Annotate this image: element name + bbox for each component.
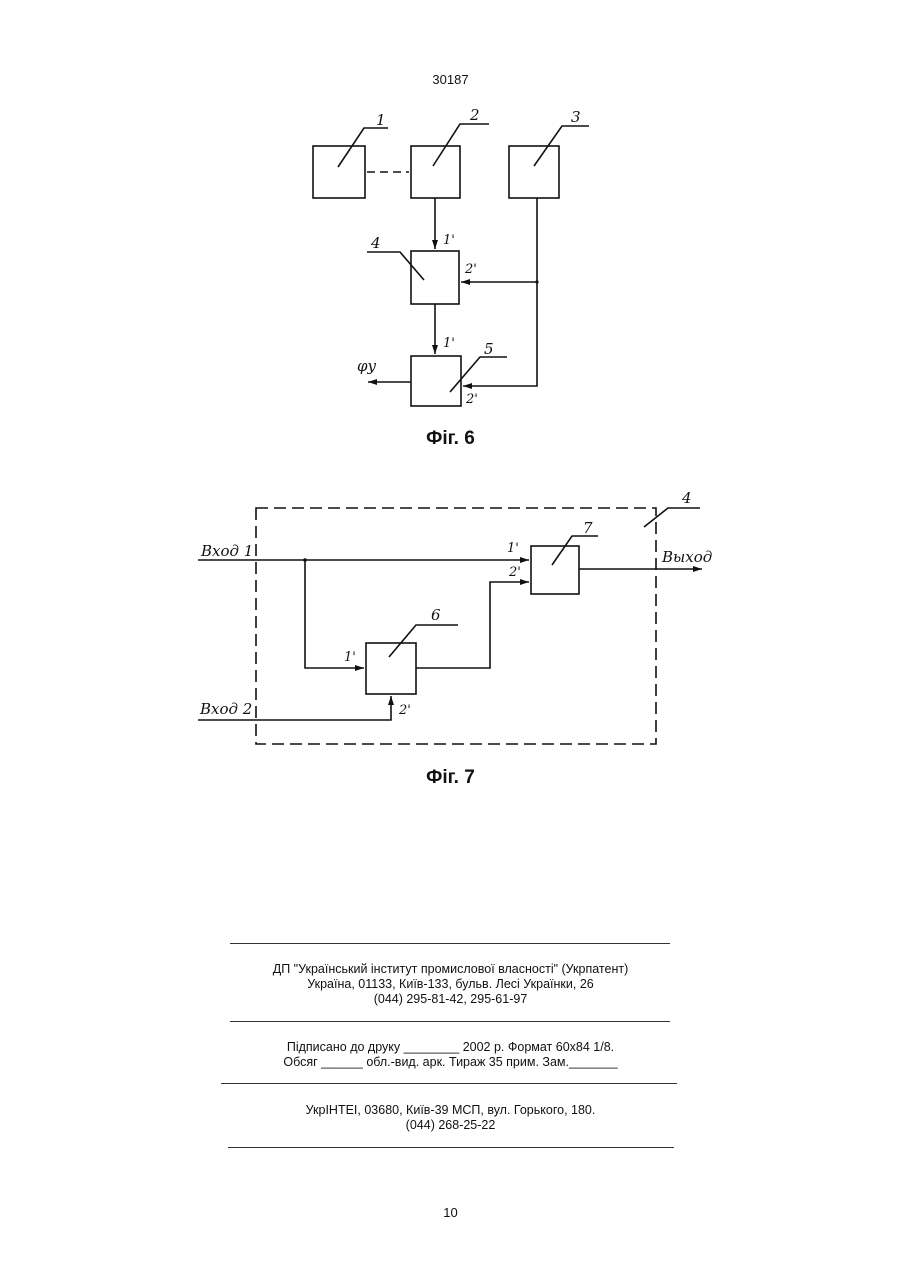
print-info-block: Підписано до друку ________ 2002 р. Форм… — [0, 1040, 901, 1070]
print-info-line: Підписано до друку ________ 2002 р. Форм… — [0, 1040, 901, 1055]
fig7-output-label: Выход — [661, 548, 712, 566]
publisher-line: Україна, 01133, Київ-133, бульв. Лесі Ук… — [0, 977, 901, 992]
footer-rule-3 — [221, 1083, 677, 1084]
printer-line: (044) 268-25-22 — [0, 1118, 901, 1133]
printer-block: УкрІНТЕІ, 03680, Київ-39 МСП, вул. Горьк… — [0, 1103, 901, 1133]
fig7-input-1-label: Вход 1 — [200, 542, 253, 560]
figure-7-caption: Фіг. 7 — [0, 767, 901, 789]
fig7-input-2-label: Вход 2 — [199, 700, 252, 718]
fig7-label-4: 4 — [681, 489, 692, 507]
fig7-label-7: 7 — [583, 519, 593, 537]
fig7-block-7 — [531, 546, 579, 594]
publisher-line: ДП "Український інститут промислової вла… — [0, 962, 901, 977]
page-number: 10 — [0, 1205, 901, 1220]
fig7-leader-4 — [644, 508, 700, 527]
printer-line: УкрІНТЕІ, 03680, Київ-39 МСП, вул. Горьк… — [0, 1103, 901, 1118]
fig7-leader-6 — [389, 625, 458, 657]
footer-rule-2 — [230, 1021, 670, 1022]
footer-rule-1 — [230, 943, 670, 944]
fig7-port-6-in1: 1' — [344, 650, 356, 665]
fig7-port-6-in2: 2' — [398, 703, 411, 718]
print-info-line: Обсяг ______ обл.-вид. арк. Тираж 35 при… — [0, 1055, 901, 1070]
fig7-label-6: 6 — [431, 606, 441, 624]
fig7-port-7-in1: 1' — [507, 541, 519, 556]
fig7-port-7-in2: 2' — [508, 565, 521, 580]
fig7-block-6 — [366, 643, 416, 694]
footer-rule-4 — [228, 1147, 674, 1148]
fig7-junction — [303, 558, 307, 562]
publisher-line: (044) 295-81-42, 295-61-97 — [0, 992, 901, 1007]
fig7-frame-block-4 — [256, 508, 656, 744]
fig7-leader-7 — [552, 536, 598, 565]
publisher-block: ДП "Український інститут промислової вла… — [0, 962, 901, 1007]
